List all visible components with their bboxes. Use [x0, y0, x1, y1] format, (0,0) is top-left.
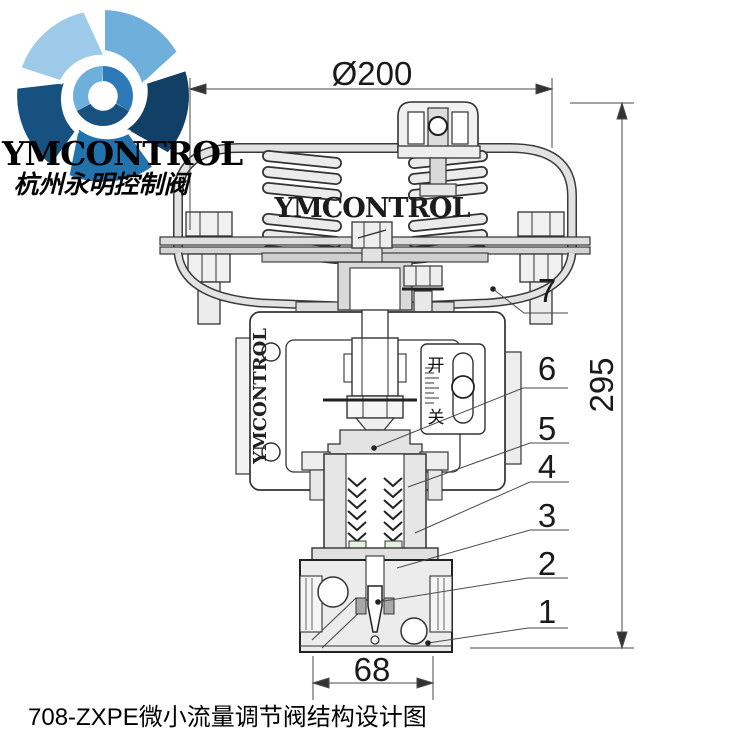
actuator-watermark: YMCONTROL: [274, 193, 471, 224]
flange-bolt-left: [185, 211, 233, 325]
dimension-lines: [188, 78, 634, 700]
dimension-body-width: 68: [353, 651, 391, 688]
body-hole-left: [317, 576, 349, 608]
valve-body-group: [299, 547, 453, 653]
travel-scale-group: [420, 343, 486, 435]
part-label-5: 5: [537, 410, 557, 447]
dimension-top-diameter: Ø200: [331, 55, 413, 92]
valve-plug: [367, 585, 383, 633]
logo-subtitle-cn: 杭州永明控制阀: [13, 170, 189, 199]
scale-pointer-icon: [451, 375, 475, 399]
top-bracket-group: [397, 101, 481, 197]
part-label-3: 3: [537, 497, 557, 534]
drawing-caption: 708-ZXPE微小流量调节阀结构设计图: [28, 704, 427, 731]
part-label-4: 4: [537, 448, 557, 485]
part-label-1: 1: [537, 593, 557, 630]
scale-open-label: 开: [427, 356, 445, 375]
logo-pinwheel-icon: [13, 6, 193, 186]
body-hole-right: [400, 617, 428, 645]
part-label-2: 2: [537, 545, 557, 582]
bracket-pin-icon: [428, 116, 448, 136]
yoke-watermark: YMCONTROL: [250, 328, 271, 464]
dimension-overall-height: 295: [583, 357, 620, 413]
packing-chevrons: [347, 477, 403, 543]
actuator-group: [159, 143, 591, 332]
part-leader-lines: [371, 286, 569, 646]
part-label-6: 6: [537, 350, 557, 387]
logo-name: YMCONTROL: [2, 134, 243, 173]
scale-close-label: 关: [427, 408, 445, 427]
bonnet-group: [301, 429, 449, 557]
part-label-7: 7: [537, 272, 557, 309]
